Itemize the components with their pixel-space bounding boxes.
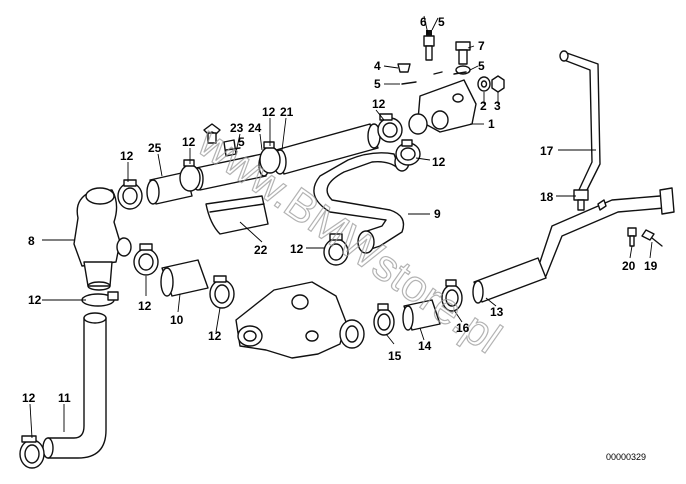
callout-11: 11: [58, 391, 71, 405]
callout-14: 14: [418, 339, 432, 353]
callout-13: 13: [490, 305, 504, 319]
hose-21: [273, 123, 381, 175]
callout-23: 23: [230, 121, 244, 135]
bolt-19: [641, 229, 663, 247]
callout-22: 22: [254, 243, 268, 257]
plug-4: [397, 63, 411, 73]
clamp-18: [573, 189, 589, 211]
callout-12-right: 12: [432, 155, 446, 169]
callout-12-lower-left: 12: [22, 391, 36, 405]
clamp-15: [373, 303, 395, 336]
hose-10: [160, 259, 209, 297]
callout-12-upper-right: 12: [372, 97, 386, 111]
callout-1: 1: [488, 117, 495, 131]
callout-9: 9: [434, 207, 441, 221]
callout-5-top: 5: [438, 15, 445, 29]
temp-sensor-6: [423, 30, 435, 61]
heat-shield-22: [205, 195, 269, 235]
callout-12-left: 12: [28, 293, 42, 307]
callout-12-lower-mid: 12: [208, 329, 222, 343]
callout-5-right: 5: [478, 59, 485, 73]
water-pump: [235, 281, 365, 359]
callout-12-upper-left: 12: [120, 149, 134, 163]
clamp-center-mid: [323, 233, 349, 266]
diagram-code: 00000329: [606, 452, 646, 462]
callout-20: 20: [622, 259, 636, 273]
callout-16: 16: [456, 321, 470, 335]
callout-6: 6: [420, 15, 427, 29]
pipe-13: [539, 187, 675, 277]
temp-sender-7: [455, 41, 471, 75]
nut-3: [491, 75, 505, 93]
bolt-20: [627, 227, 637, 247]
callout-12-upper-mid2: 12: [262, 105, 276, 119]
callout-17: 17: [540, 144, 554, 158]
hose-11: [42, 312, 107, 459]
callout-5-mid: 5: [238, 135, 245, 149]
callout-3: 3: [494, 99, 501, 113]
clamp-upper-left: [117, 179, 143, 210]
callout-12-center: 12: [290, 242, 304, 256]
leader-lines: [29, 15, 653, 439]
hose-13: [472, 257, 547, 304]
clamp-upper-right-1: [377, 113, 403, 143]
clamp-lower-left: [19, 435, 45, 469]
callout-18: 18: [540, 190, 554, 204]
callout-labels: 1 2 3 4 5 5 5 5 6 7 8 9 10 11 12 12 12 1…: [22, 15, 658, 405]
callout-8: 8: [28, 234, 35, 248]
callout-15: 15: [388, 349, 402, 363]
callout-5-left: 5: [374, 77, 381, 91]
callout-2: 2: [480, 99, 487, 113]
clamp-16: [441, 279, 463, 312]
clamp-right-mid: [395, 139, 421, 166]
callout-19: 19: [644, 259, 658, 273]
washer-2: [477, 76, 491, 92]
seal-rings-5: [225, 71, 467, 151]
callout-24: 24: [248, 121, 262, 135]
outlet-housing-1: [408, 79, 477, 135]
callout-4: 4: [374, 59, 381, 73]
clamp-lower-mid: [209, 275, 235, 309]
callout-7: 7: [478, 39, 485, 53]
sleeve-14: [402, 299, 441, 331]
thermostat-housing-8: [73, 187, 132, 291]
clamp-mid-left: [81, 291, 119, 307]
callout-12-mid-left: 12: [138, 299, 152, 313]
pipe-17: [559, 50, 601, 197]
bleed-screw-23: [203, 123, 221, 144]
callout-25: 25: [148, 141, 162, 155]
clamp-left-mid: [133, 243, 159, 276]
callout-21: 21: [280, 105, 294, 119]
callout-12-upper-mid: 12: [182, 135, 196, 149]
callout-10: 10: [170, 313, 184, 327]
clamp-upper-mid-1: [179, 159, 201, 192]
clamp-upper-mid-2: [259, 141, 281, 174]
